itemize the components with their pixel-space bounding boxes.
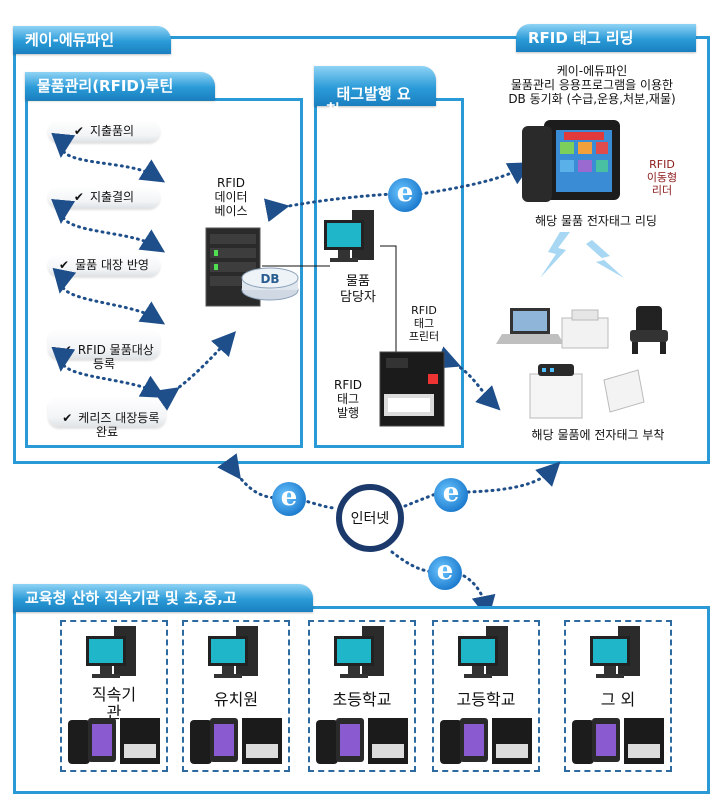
step-label: 케리즈 대장등록 완료: [78, 411, 160, 439]
flow-arrow: [52, 267, 166, 325]
institutions-tab-label: 교육청 산하 직속기관 및 초,중,고: [25, 589, 237, 607]
flow-arrow: [300, 498, 338, 510]
flow-arrow: [263, 192, 394, 223]
institutions-tab: 교육청 산하 직속기관 및 초,중,고: [13, 584, 313, 612]
computer-icon: [324, 210, 374, 262]
rfid-reading-tab-label: RFID 태그 리딩: [528, 29, 634, 47]
wireless-icon: [586, 240, 624, 278]
kedufine-tab: 케이-에듀파인: [13, 26, 171, 54]
check-icon: ✔: [73, 190, 84, 204]
org-name: 유치원: [213, 690, 259, 709]
computer-icon: [208, 626, 258, 678]
flow-arrow: [418, 162, 533, 196]
sync-description: 케이-에듀파인 물품관리 응용프로그램을 이용한 DB 동기화 (수급,운용,처…: [508, 64, 676, 106]
org-name: 초등학교: [332, 690, 392, 709]
tag-issue-tab: 태그발행 요 청: [314, 66, 436, 118]
org-card-direct: 직속기 관: [60, 620, 168, 772]
flow-arrow: [51, 132, 166, 183]
computer-icon: [590, 626, 640, 678]
internet-explorer-icon: e: [272, 482, 306, 516]
flow-arrow: [153, 331, 237, 411]
org-card-others: 그 외: [564, 620, 672, 772]
org-card-elementary: 초등학교: [308, 620, 416, 772]
internet-explorer-icon: e: [434, 478, 468, 512]
org-card-high: 고등학교: [432, 620, 540, 772]
device-set-icon: [190, 718, 282, 764]
printer-label: RFID 태그 프린터: [408, 304, 440, 343]
check-icon: ✔: [62, 411, 73, 425]
rfid-reading-tab: RFID 태그 리딩: [516, 24, 696, 52]
org-name: 고등학교: [456, 690, 516, 709]
internet-label: 인터넷: [350, 511, 390, 527]
server-icon: [205, 227, 299, 307]
flow-arrow: [466, 461, 561, 494]
rfid-printer-icon: [379, 351, 445, 427]
flow-arrow: [462, 574, 496, 620]
device-set-icon: [572, 718, 664, 764]
kedufine-tab-label: 케이-에듀파인: [25, 31, 115, 49]
rfid-mobile-reader-icon: [522, 120, 620, 202]
assets-icon: [496, 306, 668, 419]
flow-arrow: [434, 346, 501, 411]
check-icon: ✔: [73, 124, 84, 138]
flow-arrow: [403, 492, 438, 508]
attach-caption: 해당 물품에 전자태그 부착: [531, 428, 665, 442]
flow-arrow: [217, 453, 282, 500]
device-set-icon: [316, 718, 408, 764]
org-name: 그 외: [600, 690, 636, 709]
check-icon: ✔: [59, 258, 70, 272]
step-keris-complete: ✔ 케리즈 대장등록 완료: [48, 396, 166, 439]
flow-arrow: [390, 550, 434, 574]
reading-caption: 해당 물품 전자태그 리딩: [535, 214, 657, 228]
computer-icon: [86, 626, 136, 678]
routine-tab-label: 물품관리(RFID)루틴: [37, 77, 174, 95]
db-badge: DB: [260, 272, 280, 286]
mobile-reader-label: RFID 이동형 리더: [646, 158, 678, 197]
tag-issue-tab-label: 태그발행 요 청: [326, 85, 411, 119]
device-set-icon: [68, 718, 160, 764]
internet-explorer-icon: e: [428, 556, 462, 590]
device-set-icon: [440, 718, 532, 764]
manager-label: 물품 담당자: [340, 274, 376, 305]
computer-icon: [458, 626, 508, 678]
org-name: 직속기 관: [91, 685, 137, 722]
flow-arrow: [51, 198, 166, 253]
internet-hub: [336, 484, 404, 552]
routine-tab: 물품관리(RFID)루틴: [25, 72, 215, 100]
internet-explorer-icon: e: [388, 178, 422, 212]
org-card-kindergarten: 유치원: [182, 620, 290, 772]
tag-issue-label: RFID 태그 발행: [333, 378, 363, 420]
manager-to-printer-line: [380, 245, 397, 352]
wireless-icon: [540, 232, 570, 278]
flow-arrow: [51, 346, 166, 398]
computer-icon: [334, 626, 384, 678]
rfid-db-label: RFID 데이터 베이스: [214, 176, 248, 218]
